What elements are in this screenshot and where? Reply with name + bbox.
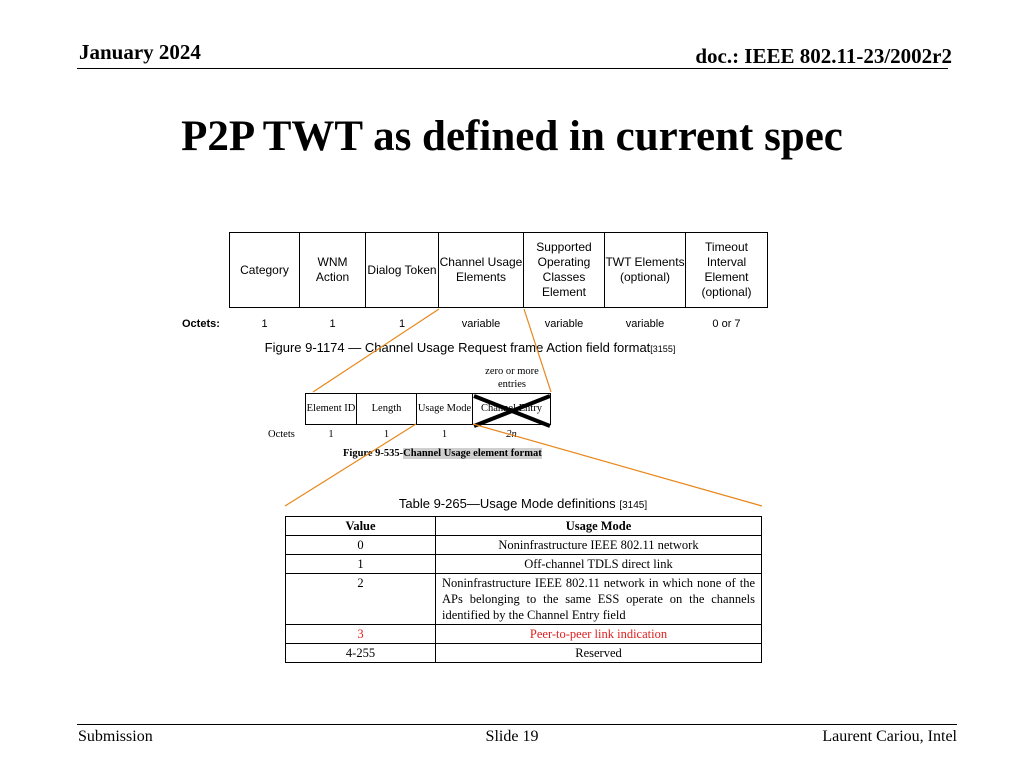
table-row: 1 Off-channel TDLS direct link	[285, 554, 762, 574]
cell-value: 0	[285, 535, 436, 555]
cell-usage-mode: Peer-to-peer link indication	[435, 624, 762, 644]
header-divider	[77, 68, 948, 69]
table-caption-text: Table 9-265—Usage Mode definitions	[398, 496, 616, 511]
column-header-usage-mode: Usage Mode	[435, 516, 762, 536]
field-channel-entry: Channel Entry	[472, 393, 551, 425]
cell-usage-mode: Off-channel TDLS direct link	[435, 554, 762, 574]
strike-line	[473, 394, 551, 428]
figure-caption: Figure 9-535-Channel Usage element forma…	[343, 448, 542, 459]
figure-caption-text: Channel Usage element format	[403, 448, 542, 459]
figure-caption-text: Figure 9-1174 — Channel Usage Request fr…	[264, 340, 651, 355]
cell-usage-mode: Noninfrastructure IEEE 802.11 network	[435, 535, 762, 555]
octets-value: 1	[329, 318, 336, 330]
octets-value: variable	[461, 318, 501, 330]
field-supported-operating-classes: Supported Operating Classes Element	[523, 232, 605, 308]
footer-author: Laurent Cariou, Intel	[822, 728, 957, 745]
cell-usage-mode: Reserved	[435, 643, 762, 663]
octets-value: 1	[441, 429, 448, 440]
figure-caption-prefix: Figure 9-535-	[343, 448, 404, 459]
footer-submission: Submission	[78, 728, 153, 745]
usage-mode-table: Value Usage Mode 0 Noninfrastructure IEE…	[285, 516, 762, 663]
cell-value: 4-255	[285, 643, 436, 663]
field-timeout-interval: Timeout Interval Element (optional)	[685, 232, 768, 308]
octets-value: 1	[398, 318, 406, 330]
callout-line	[472, 423, 763, 507]
octets-value: 1	[328, 429, 334, 440]
field-channel-usage-elements: Channel Usage Elements	[438, 232, 524, 308]
octets-value: 1	[383, 429, 390, 440]
cell-value: 1	[285, 554, 436, 574]
callout-line	[284, 423, 417, 507]
column-header-value: Value	[285, 516, 436, 536]
footer-slide-number: Slide 19	[485, 728, 539, 745]
octets-value: variable	[544, 318, 584, 330]
cell-value: 2	[285, 573, 436, 625]
table-caption-ref: [3145]	[619, 500, 648, 511]
table-header-row: Value Usage Mode	[285, 516, 762, 536]
octets-label: Octets	[268, 429, 295, 440]
header-doc-id: doc.: IEEE 802.11-23/2002r2	[695, 44, 952, 68]
footer-divider	[77, 724, 957, 725]
table-row-highlighted: 3 Peer-to-peer link indication	[285, 624, 762, 644]
table-row: 0 Noninfrastructure IEEE 802.11 network	[285, 535, 762, 555]
header-date: January 2024	[79, 40, 201, 64]
table-row: 4-255 Reserved	[285, 643, 762, 663]
octets-label: Octets:	[182, 318, 220, 330]
callout-line	[312, 308, 440, 393]
table-caption: Table 9-265—Usage Mode definitions [3145…	[0, 496, 1024, 511]
figure-caption: Figure 9-1174 — Channel Usage Request fr…	[0, 340, 940, 355]
repeat-note: zero or more entries	[485, 366, 539, 390]
slide-title: P2P TWT as defined in current spec	[181, 113, 843, 160]
octets-value: 0 or 7	[712, 318, 741, 330]
cell-value: 3	[285, 624, 436, 644]
table-row: 2 Noninfrastructure IEEE 802.11 network …	[285, 573, 762, 625]
cell-usage-mode: Noninfrastructure IEEE 802.11 network in…	[435, 573, 762, 625]
octets-value: 1	[261, 318, 268, 330]
figure-caption-ref: [3155]	[650, 344, 676, 354]
callout-line	[523, 308, 552, 393]
octets-value: variable	[625, 318, 665, 330]
